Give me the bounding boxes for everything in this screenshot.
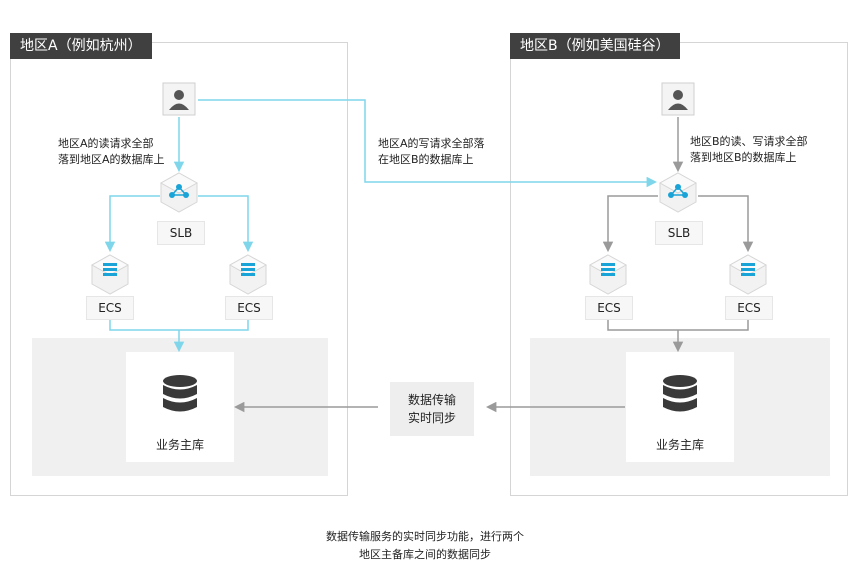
region-b-ecs-right-node xyxy=(726,252,770,296)
region-b-note: 地区B的读、写请求全部 落到地区B的数据库上 xyxy=(690,134,808,166)
transfer-line2: 实时同步 xyxy=(407,411,456,425)
database-icon xyxy=(663,375,697,412)
region-a-ecs-left-node xyxy=(88,252,132,296)
region-b-tag: 地区B（例如美国硅谷） xyxy=(510,33,680,59)
region-b-flow xyxy=(602,117,754,353)
region-b-ecs-right-label: ECS xyxy=(725,296,773,320)
region-b-note-line1: 地区B的读、写请求全部 xyxy=(690,135,808,148)
server-icon xyxy=(90,254,130,295)
region-a-note-line2: 落到地区A的数据库上 xyxy=(58,153,165,166)
region-a-flow xyxy=(104,99,658,353)
user-icon xyxy=(162,82,196,116)
database-icon xyxy=(163,375,197,412)
server-icon xyxy=(728,254,768,295)
region-a-ecs-left-label: ECS xyxy=(86,296,134,320)
diagram-caption: 数据传输服务的实时同步功能，进行两个 地区主备库之间的数据同步 xyxy=(0,528,850,564)
user-icon xyxy=(661,82,695,116)
region-b-ecs-left-node xyxy=(586,252,630,296)
region-b-slb-node xyxy=(656,170,700,214)
region-a-note: 地区A的读请求全部 落到地区A的数据库上 xyxy=(58,136,165,168)
data-transfer-sync-inner: 数据传输 实时同步 xyxy=(390,382,474,436)
caption-line1: 数据传输服务的实时同步功能，进行两个 xyxy=(326,530,524,543)
region-a-note-line1: 地区A的读请求全部 xyxy=(58,137,154,150)
region-a-user xyxy=(162,82,196,116)
server-icon xyxy=(588,254,628,295)
cross-region-note: 地区A的写请求全部落 在地区B的数据库上 xyxy=(378,136,485,168)
region-a-db-label: 业务主库 xyxy=(155,438,204,452)
region-b-note-line2: 落到地区B的数据库上 xyxy=(690,151,797,164)
region-a-primary-db: 业务主库 xyxy=(126,352,234,462)
cross-region-note-line2: 在地区B的数据库上 xyxy=(378,153,474,166)
region-b-user xyxy=(661,82,695,116)
region-b-slb-label: SLB xyxy=(655,221,703,245)
transfer-line1: 数据传输 xyxy=(407,393,456,407)
region-b-ecs-left-label: ECS xyxy=(585,296,633,320)
data-transfer-sync-box: 数据传输 实时同步 xyxy=(378,370,486,448)
region-b-db-label: 业务主库 xyxy=(655,438,704,452)
load-balancer-icon xyxy=(658,172,698,213)
server-icon xyxy=(228,254,268,295)
region-b-primary-db: 业务主库 xyxy=(626,352,734,462)
region-a-ecs-right-label: ECS xyxy=(225,296,273,320)
cross-region-note-line1: 地区A的写请求全部落 xyxy=(378,137,485,150)
load-balancer-icon xyxy=(159,172,199,213)
region-a-slb-node xyxy=(157,170,201,214)
caption-line2: 地区主备库之间的数据同步 xyxy=(359,548,491,561)
region-a-slb-label: SLB xyxy=(157,221,205,245)
region-a-ecs-right-node xyxy=(226,252,270,296)
region-a-tag: 地区A（例如杭州） xyxy=(10,33,152,59)
